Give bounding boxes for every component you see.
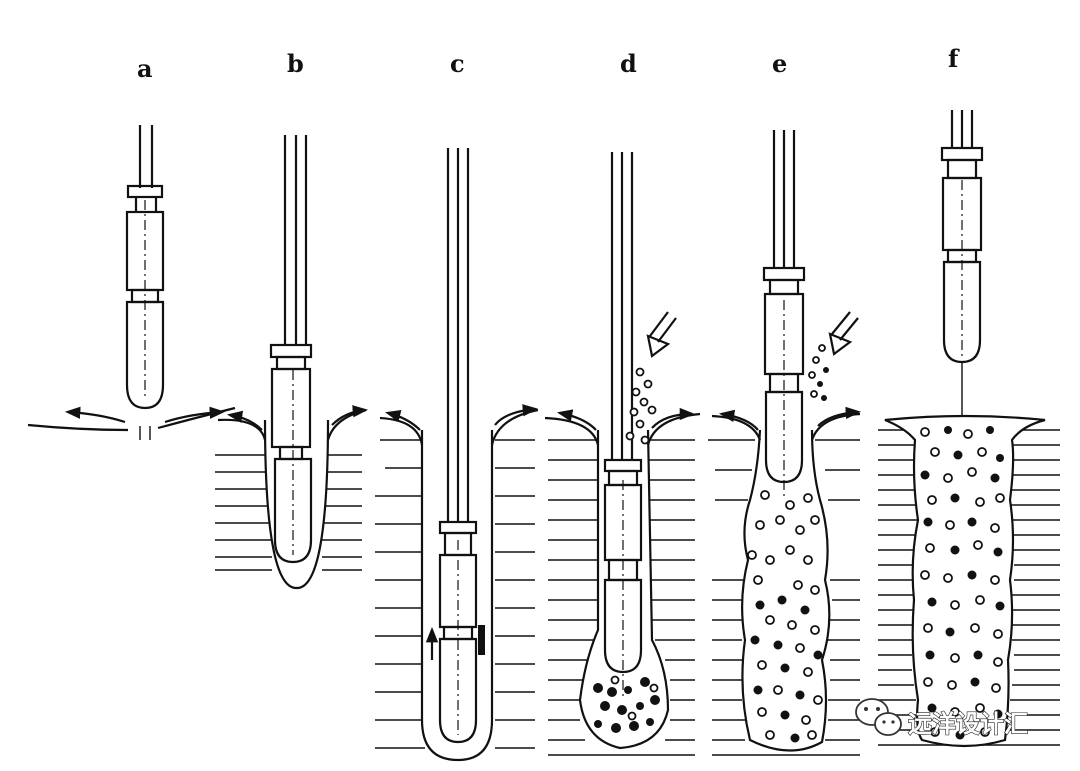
panel-a <box>27 125 236 440</box>
stones-f <box>920 426 1005 740</box>
panel-label-c: c <box>450 49 465 78</box>
panel-label-b: b <box>287 49 304 78</box>
panel-label-e: e <box>772 49 787 78</box>
watermark: 远洋设计汇 <box>855 698 1029 739</box>
panel-label-d: d <box>620 49 637 78</box>
panel-label-a: a <box>137 54 153 83</box>
vibroflot-f <box>940 110 984 415</box>
hole-d <box>578 429 670 750</box>
vibroflot-a <box>125 125 165 410</box>
strata-f <box>878 429 1060 746</box>
backfill-arrow-d <box>646 311 677 358</box>
panel-b <box>215 135 369 590</box>
stones-e <box>747 490 823 743</box>
panel-c <box>375 148 539 762</box>
panel-label-f: f <box>948 44 960 73</box>
vibroflot-c <box>425 148 485 744</box>
hole-b <box>263 419 330 590</box>
panel-f <box>878 110 1060 748</box>
stones-d <box>593 675 660 733</box>
strata-c <box>375 439 535 749</box>
backfill-falling-e <box>808 344 829 401</box>
ground-a <box>27 406 236 440</box>
backfill-falling-d <box>625 367 657 445</box>
panel-e <box>708 130 862 756</box>
vibroflot-b <box>269 135 313 564</box>
strata-b <box>215 454 362 571</box>
panel-d <box>544 152 701 756</box>
wechat-icon <box>855 698 902 736</box>
stone-column-f <box>884 414 1046 748</box>
backfill-arrow-e <box>828 311 859 356</box>
strata-d <box>548 439 695 756</box>
strata-e <box>708 439 860 756</box>
watermark-text: 远洋设计汇 <box>908 710 1028 738</box>
vibroflot-e <box>762 130 806 500</box>
